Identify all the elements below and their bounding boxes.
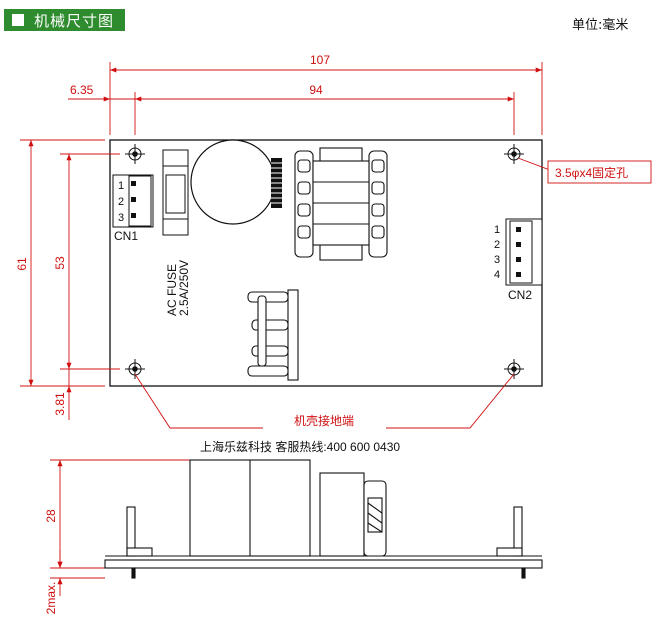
mounting-hole-icon — [125, 144, 145, 164]
dim-pin-length: 2max. — [44, 582, 58, 615]
mounting-hole-callout-box — [547, 160, 652, 184]
unit-label: 单位:毫米 — [572, 18, 629, 33]
mounting-hole-callout: 3.5φx4固定孔 — [555, 165, 628, 180]
dim-overall-width: 107 — [310, 53, 330, 67]
page-title: 机械尺寸图 — [34, 11, 115, 30]
cn2-pin-label: 2 — [494, 239, 500, 251]
cn2-label: CN2 — [508, 288, 532, 302]
fuse-label-line2: 2.5A/250V — [177, 260, 191, 316]
cn1-pin-label: 1 — [118, 180, 124, 192]
title-bar: 机械尺寸图 — [4, 9, 125, 31]
cn2-pin-label: 3 — [494, 254, 500, 266]
mounting-hole-icon — [504, 359, 524, 379]
mounting-hole-icon — [504, 144, 524, 164]
company-line: 上海乐兹科技 客服热线:400 600 0430 — [200, 439, 400, 454]
fuse-label-line1: AC FUSE — [165, 264, 179, 316]
dim-hole-offset-y: 3.81 — [53, 392, 67, 416]
capacitor — [190, 139, 282, 225]
transformer — [294, 147, 388, 261]
cn1-label: CN1 — [114, 229, 138, 243]
side-view — [104, 459, 543, 579]
mounting-hole-icon — [125, 359, 145, 379]
dim-hole-offset-x: 6.35 — [70, 83, 94, 97]
dim-overall-height: 61 — [15, 257, 29, 271]
dim-hole-spacing-x: 94 — [309, 83, 323, 97]
title-square-icon — [12, 14, 24, 26]
cn2-pin-label: 4 — [494, 269, 500, 281]
fuse — [162, 149, 189, 236]
dim-side-height: 28 — [44, 509, 58, 523]
cn2-connector: 1 2 3 4 — [494, 218, 543, 286]
chassis-ground-callout: 机壳接地端 — [294, 413, 354, 428]
cn1-pin-label: 3 — [118, 212, 124, 224]
dim-hole-spacing-y: 53 — [53, 256, 67, 270]
cn2-pin-label: 1 — [494, 224, 500, 236]
heatsink — [247, 289, 299, 381]
cn1-connector: 1 2 3 — [112, 174, 154, 228]
cn1-pin-label: 2 — [118, 196, 124, 208]
